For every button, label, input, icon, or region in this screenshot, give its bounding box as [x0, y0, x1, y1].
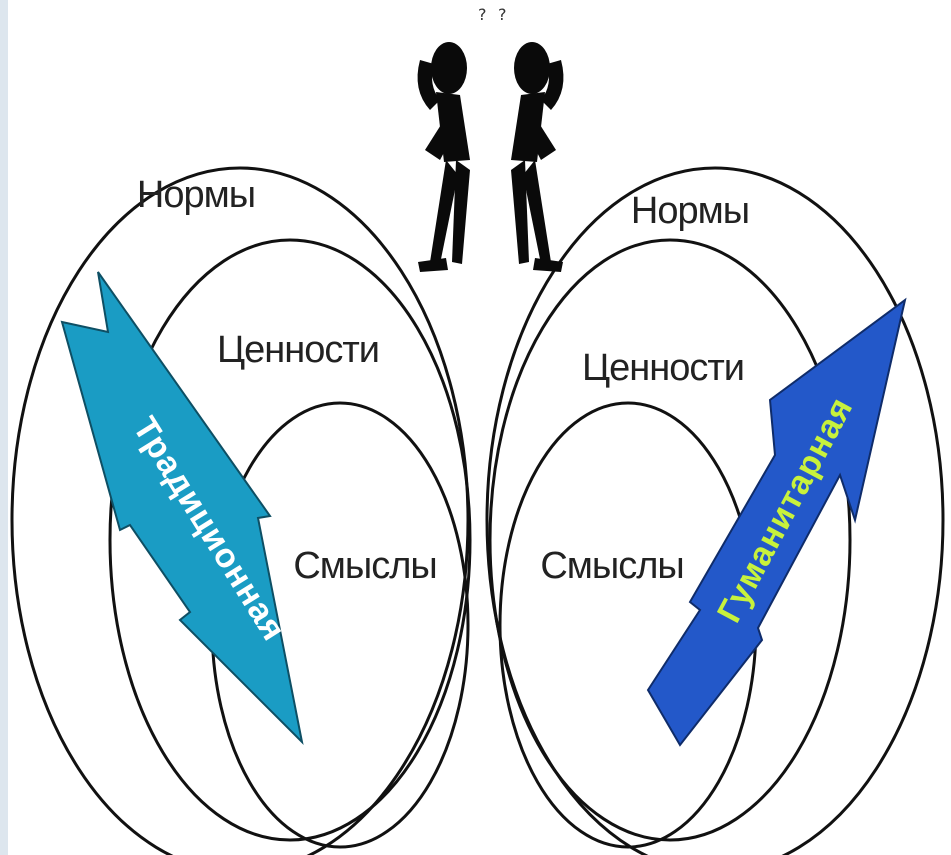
left-meanings-label: Смыслы: [293, 545, 436, 587]
right-meanings-label: Смыслы: [540, 545, 683, 587]
left-values-label: Ценности: [217, 329, 379, 371]
left-diagram: Традиционная Нормы Ценности Смыслы: [12, 168, 470, 855]
right-thinking-figure: ?: [498, 5, 563, 272]
right-figure-head: [514, 42, 550, 94]
left-figure-foot: [418, 258, 448, 272]
left-norms-label: Нормы: [137, 174, 255, 216]
right-figure-foot: [533, 258, 563, 272]
right-values-label: Ценности: [582, 347, 744, 389]
left-thinking-figure: ?: [418, 5, 487, 272]
right-norms-label: Нормы: [631, 190, 749, 232]
right-thought-mark: ?: [498, 5, 507, 24]
left-figure-head: [431, 42, 467, 94]
left-thought-mark: ?: [478, 5, 487, 24]
left-margin-strip: [0, 0, 8, 855]
